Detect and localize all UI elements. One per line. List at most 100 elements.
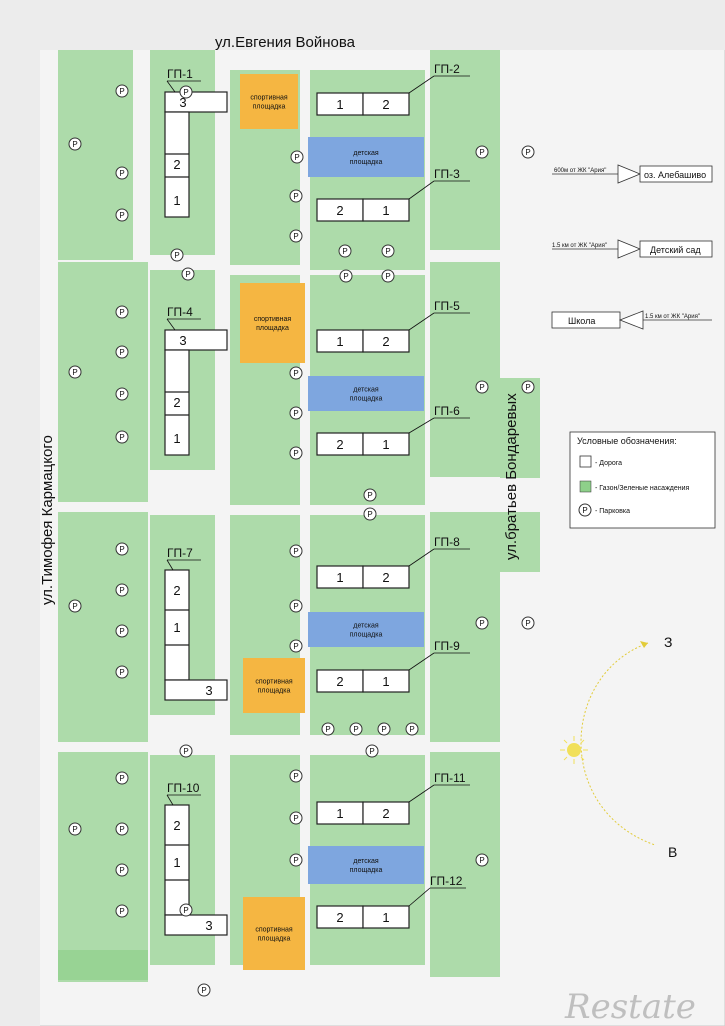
svg-text:P: P <box>119 348 124 357</box>
building-wing <box>164 569 190 681</box>
svg-text:P: P <box>525 619 530 628</box>
parking-icon: P <box>521 145 535 159</box>
legend-title: Условные обозначения: <box>577 436 677 446</box>
section-number: 1 <box>173 620 180 635</box>
building-section <box>362 565 410 589</box>
parking-icon: P <box>115 387 129 401</box>
section-number: 1 <box>336 334 343 349</box>
destination-lake: 600м от ЖК "Ария" оз. Алебашиво <box>552 164 713 184</box>
kids-playground-label-1: детская <box>353 387 378 394</box>
svg-text:P: P <box>119 866 124 875</box>
kids-playground-label-2: площадка <box>350 396 383 403</box>
parking-icon: P <box>289 853 303 867</box>
parking-icon: P <box>339 269 353 283</box>
kids-playground-label-2: площадка <box>350 632 383 639</box>
parking-icon: P <box>289 811 303 825</box>
sport-ground-label-2: площадка <box>258 688 291 695</box>
sport-ground-label-1: спортивная <box>250 95 288 102</box>
building-label: ГП-2 <box>434 62 460 76</box>
parking-icon: P <box>115 305 129 319</box>
section-number: 1 <box>173 193 180 208</box>
destination-kindergarten-name: Детский сад <box>650 245 701 255</box>
building-section <box>362 801 410 825</box>
building-label: ГП-8 <box>434 535 460 549</box>
section-number: 2 <box>382 334 389 349</box>
parking-icon: P <box>115 665 129 679</box>
kids-playground-label-1: детская <box>353 623 378 630</box>
building-label: ГП-4 <box>167 305 193 319</box>
green-area <box>58 752 148 982</box>
parking-icon: P <box>363 488 377 502</box>
street-north-label: ул.Евгения Войнова <box>215 34 356 51</box>
section-number: 2 <box>382 97 389 112</box>
kids-playground <box>308 137 424 177</box>
section-number: 3 <box>205 918 212 933</box>
building-section <box>362 905 410 929</box>
sport-ground <box>240 283 305 363</box>
svg-text:P: P <box>119 774 124 783</box>
svg-text:P: P <box>342 247 347 256</box>
street-east-label: ул.братьев Бондаревых <box>503 393 520 560</box>
parking-icon: P <box>289 366 303 380</box>
building-wing <box>164 91 228 113</box>
section-number: 1 <box>382 674 389 689</box>
parking-icon: P <box>289 446 303 460</box>
parking-icon: P <box>115 542 129 556</box>
green-area <box>430 50 500 250</box>
parking-icon: P <box>289 406 303 420</box>
svg-text:P: P <box>119 169 124 178</box>
parking-icon: P <box>377 722 391 736</box>
parking-icon: P <box>289 769 303 783</box>
sport-ground-label-2: площадка <box>258 936 291 943</box>
svg-text:P: P <box>293 602 298 611</box>
building-label: ГП-10 <box>167 781 200 795</box>
destination-school-distance: 1.5 км от ЖК "Ария" <box>645 314 700 320</box>
svg-text:P: P <box>119 211 124 220</box>
svg-text:P: P <box>174 251 179 260</box>
parking-icon: P <box>289 189 303 203</box>
svg-text:P: P <box>293 642 298 651</box>
parking-icon: P <box>115 904 129 918</box>
parking-icon: P <box>179 903 193 917</box>
building-label: ГП-7 <box>167 546 193 560</box>
svg-text:P: P <box>367 510 372 519</box>
svg-text:P: P <box>183 88 188 97</box>
svg-text:P: P <box>72 602 77 611</box>
destination-kindergarten: 1.5 км от ЖК "Ария" Детский сад <box>552 239 713 259</box>
svg-text:P: P <box>119 390 124 399</box>
section-number: 1 <box>173 431 180 446</box>
section-number: 1 <box>336 570 343 585</box>
svg-text:P: P <box>293 547 298 556</box>
section-number: 1 <box>382 910 389 925</box>
legend-green-label: - Газон/Зеленые насаждения <box>595 485 690 492</box>
section-number: 2 <box>382 806 389 821</box>
section-number: 3 <box>205 683 212 698</box>
parking-icon: P <box>115 624 129 638</box>
building-label: ГП-11 <box>434 771 466 785</box>
svg-text:P: P <box>72 140 77 149</box>
parking-icon: P <box>179 85 193 99</box>
svg-text:P: P <box>119 545 124 554</box>
section-number: 2 <box>382 570 389 585</box>
parking-icon: P <box>521 380 535 394</box>
building-label: ГП-3 <box>434 167 460 181</box>
parking-icon: P <box>115 84 129 98</box>
section-number: 3 <box>179 333 186 348</box>
sport-ground <box>243 897 305 970</box>
sport-ground-label-1: спортивная <box>254 316 292 323</box>
parking-icon: P <box>475 145 489 159</box>
sport-ground <box>240 74 298 129</box>
green-area <box>58 50 133 260</box>
svg-text:P: P <box>385 272 390 281</box>
building-section <box>362 669 410 693</box>
parking-icon: P <box>475 616 489 630</box>
green-area <box>58 512 148 742</box>
legend-road-label: - Дорога <box>595 460 622 467</box>
svg-text:P: P <box>183 747 188 756</box>
svg-text:P: P <box>293 814 298 823</box>
building-wing <box>164 349 190 456</box>
svg-text:P: P <box>525 148 530 157</box>
parking-icon: P <box>170 248 184 262</box>
sport-ground-label-2: площадка <box>253 104 286 111</box>
